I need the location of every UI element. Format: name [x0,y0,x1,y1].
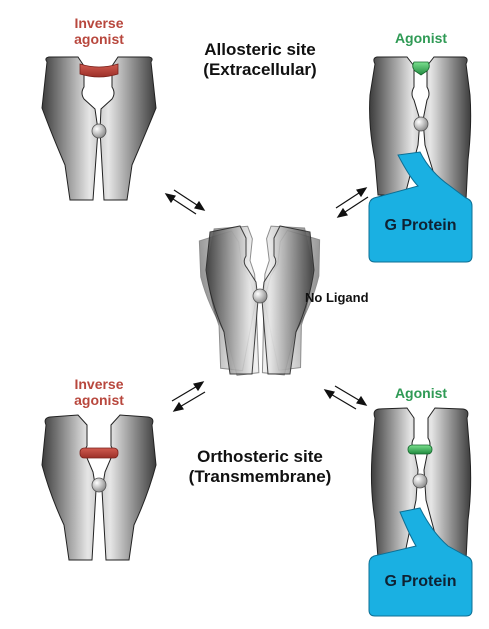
inverse-agonist-orthosteric-mark [79,447,119,459]
g-protein-top-label: G Protein [384,217,457,234]
equilibrium-arrow-bottom-right [323,385,368,410]
g-protein-bottom-shape [368,507,473,617]
receptor-bottom-right [368,407,473,617]
equilibrium-arrow-top-left [164,189,206,215]
receptor-bottom-right-ball [412,473,428,489]
orthosteric-site-label: Orthosteric site (Transmembrane) [188,447,332,486]
receptor-top-right-right-half [422,56,472,201]
agonist-orthosteric-mark [407,444,433,455]
no-ligand-label: No Ligand [305,290,369,305]
receptor-center-ball [252,288,268,304]
allosteric-site-label: Allosteric site (Extracellular) [203,40,317,79]
receptor-top-right-ball [413,116,429,132]
receptor-top-left [41,56,157,201]
receptor-top-left-right-half [99,56,157,201]
bottom-right-ligand-label: Agonist [394,385,448,401]
equilibrium-arrow-bottom-left [171,381,206,412]
receptor-bottom-left-left-half [41,414,97,561]
receptor-top-left-left-half [41,56,99,201]
receptor-bottom-left [41,414,157,561]
bottom-left-ligand-label: Inverse agonist [74,376,124,409]
top-right-ligand-label: Agonist [394,30,448,46]
receptor-bottom-left-right-half [101,414,157,561]
equilibrium-arrow-top-right [335,187,369,218]
top-left-ligand-label: Inverse agonist [74,15,124,48]
g-protein-top-shape [368,151,473,263]
receptor-center [198,225,321,376]
receptor-top-left-ball [91,123,107,139]
receptor-bottom-left-ball [91,477,107,493]
inverse-agonist-allosteric-mark [79,63,119,78]
receptor-top-right [368,56,473,263]
g-protein-bottom-label: G Protein [384,573,457,590]
agonist-allosteric-mark [412,61,430,76]
